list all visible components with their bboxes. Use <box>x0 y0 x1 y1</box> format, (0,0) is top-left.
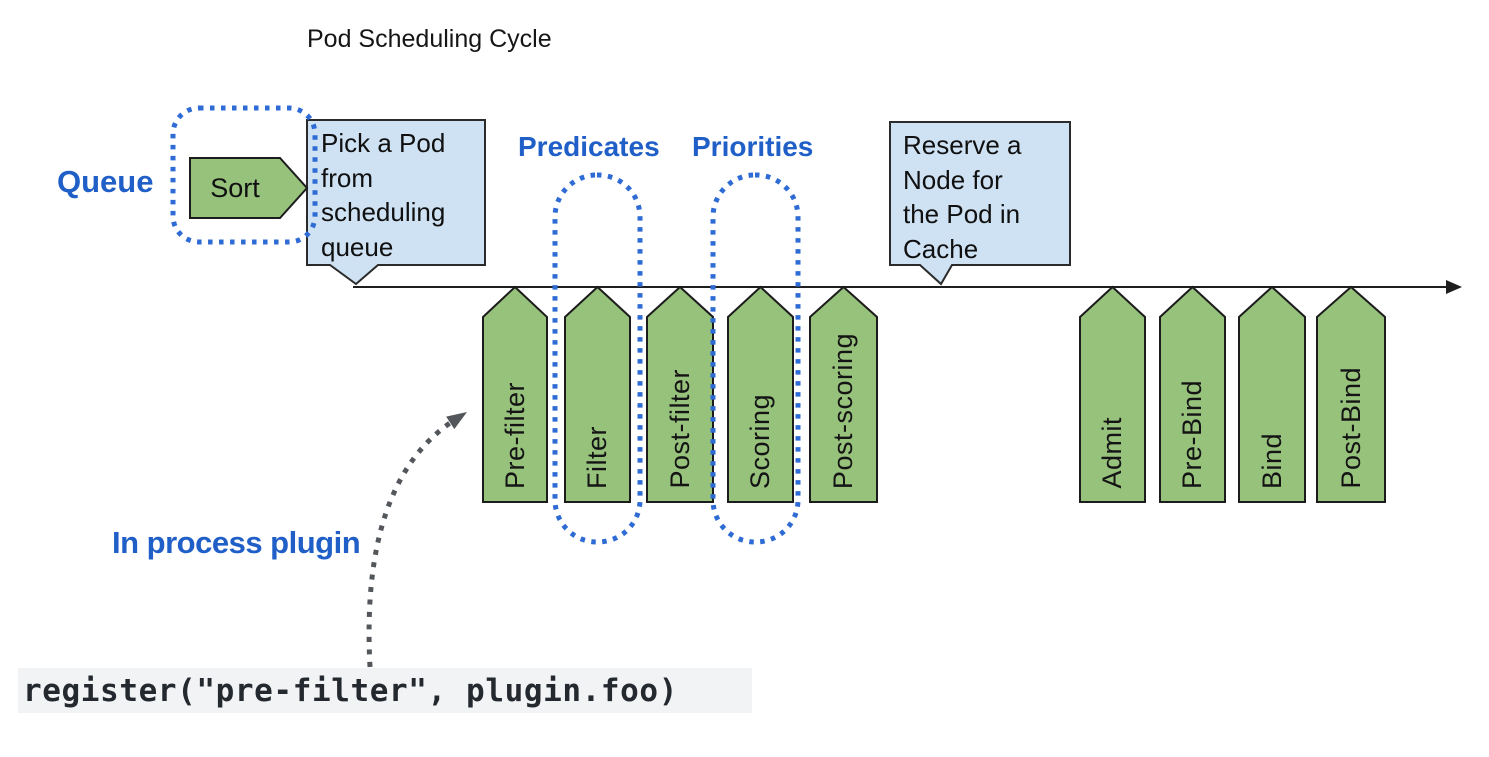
sort-stage-label: Sort <box>210 172 260 203</box>
stage-scoring: Scoring <box>728 287 793 502</box>
priorities-group-outline <box>710 172 801 545</box>
stage-shape-scoring <box>727 285 794 503</box>
callout-line: Cache <box>903 233 979 264</box>
stage-label: Post-filter <box>664 369 695 489</box>
stage-filter: Filter <box>565 287 630 502</box>
callout-line: Reserve a <box>903 130 1022 160</box>
code-snippet-box: register("pre-filter", plugin.foo) <box>18 668 752 713</box>
register-arrowhead-icon <box>446 412 467 430</box>
stage-shape-post-scoring <box>809 285 878 503</box>
stage-shape-admit <box>1079 285 1146 503</box>
predicates-label: Predicates <box>518 131 660 162</box>
callout-pick-a-pod-text: Pick a Pod from scheduling queue <box>321 126 445 264</box>
queue-group-outline <box>170 105 318 245</box>
stage-shape-bind <box>1238 285 1306 503</box>
stage-label: Post-Bind <box>1335 367 1366 489</box>
stage-shape-filter <box>564 285 631 503</box>
callout-line: Pick a Pod <box>321 128 446 158</box>
stage-label: Bind <box>1256 432 1287 489</box>
diagram-title: Pod Scheduling Cycle <box>307 25 552 53</box>
stage-pre-bind: Pre-Bind <box>1160 287 1225 502</box>
queue-label: Queue <box>57 164 154 199</box>
callout-line: the Pod in <box>903 199 1021 229</box>
stage-label: Pre-filter <box>499 381 530 489</box>
in-process-plugin-label: In process plugin <box>112 525 361 560</box>
sort-arrow-shape <box>189 157 309 219</box>
stage-bind: Bind <box>1239 287 1305 502</box>
stage-label: Admit <box>1097 417 1127 489</box>
callout-line: queue <box>321 231 394 262</box>
stage-label: Filter <box>582 426 612 489</box>
stage-post-filter: Post-filter <box>647 287 713 502</box>
callout-line: scheduling <box>321 197 446 227</box>
register-arrow-curve <box>366 416 458 668</box>
stage-label: Post-scoring <box>828 332 858 489</box>
callout-line: from <box>321 162 373 193</box>
stage-pre-filter: Pre-filter <box>483 287 547 502</box>
stage-shape-pre-filter <box>482 285 548 503</box>
stage-label: Scoring <box>745 393 775 489</box>
callout-line: Node for <box>903 164 1003 195</box>
stage-admit: Admit <box>1080 287 1145 502</box>
callout-pick-a-pod-bubble <box>306 119 486 286</box>
stage-label: Pre-Bind <box>1177 379 1207 489</box>
code-snippet-text: register("pre-filter", plugin.foo) <box>23 672 678 709</box>
stage-shape-post-bind <box>1316 285 1386 503</box>
stage-post-bind: Post-Bind <box>1317 287 1385 502</box>
callout-reserve-node-bubble <box>889 121 1071 286</box>
predicates-group-outline <box>552 172 643 545</box>
stage-post-scoring: Post-scoring <box>810 287 877 502</box>
stage-shape-pre-bind <box>1159 285 1226 503</box>
callout-reserve-node-text: Reserve a Node for the Pod in Cache <box>903 128 1022 266</box>
priorities-label: Priorities <box>692 131 814 162</box>
timeline-arrowhead-icon <box>1446 280 1462 294</box>
